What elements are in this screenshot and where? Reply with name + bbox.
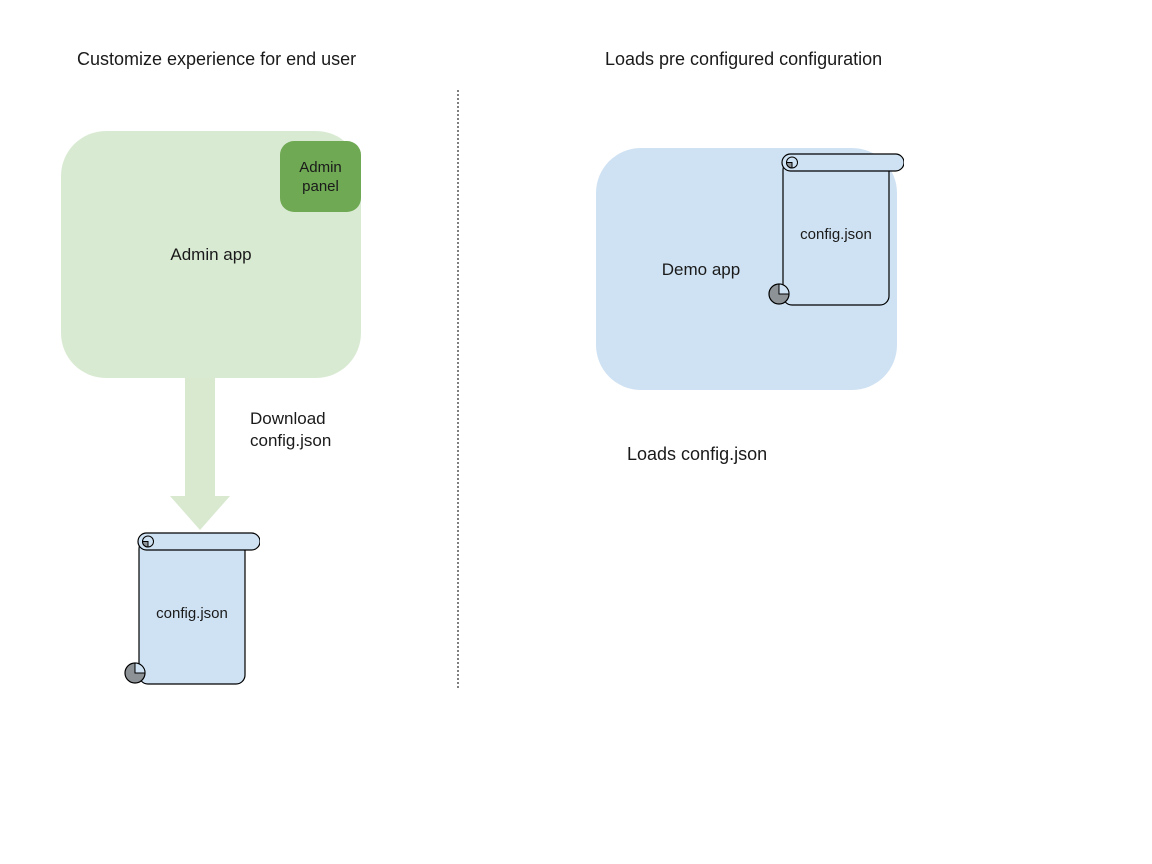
download-config-line2: config.json [250,431,332,450]
download-arrow [170,378,230,530]
config-scroll-right: config.json [768,152,905,307]
demo-app-label: Demo app [661,260,741,279]
config-scroll-right-label: config.json [800,226,872,243]
download-config-line1: Download [250,409,326,428]
download-config-label: Download config.json [250,408,331,452]
loads-config-caption: Loads config.json [627,444,768,464]
admin-panel-box: Admin panel [280,141,361,212]
left-section-title: Customize experience for end user [77,49,357,69]
right-section-title: Loads pre configured configuration [605,49,883,69]
down-arrow-icon [170,378,230,530]
scroll-shape-icon [768,153,905,306]
section-divider [457,90,459,688]
config-scroll-left-label: config.json [156,605,228,622]
scroll-shape-icon [124,532,261,685]
config-scroll-left: config.json [124,531,261,686]
admin-app-label: Admin app [170,245,252,264]
